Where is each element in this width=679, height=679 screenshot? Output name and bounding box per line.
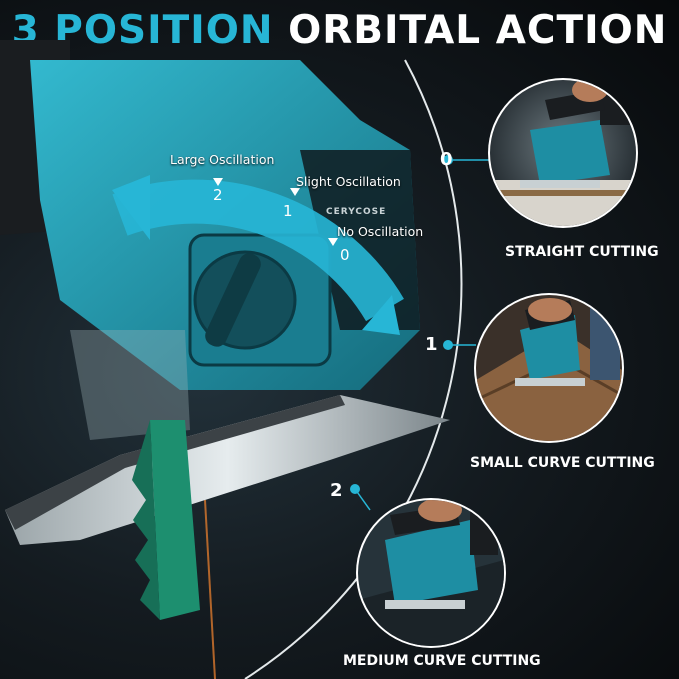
- caption-medium-curve-cutting: MEDIUM CURVE CUTTING: [343, 653, 541, 669]
- dial-number-2: 2: [213, 186, 223, 204]
- base-shoe-top: [5, 395, 345, 530]
- photo-small-curve-cutting: [474, 293, 624, 443]
- dial-number-1: 1: [283, 202, 293, 220]
- photo-medium-curve-cutting: [356, 498, 506, 648]
- saw-blade: [150, 420, 200, 620]
- marker-slight: [290, 188, 300, 196]
- label-no-oscillation: No Oscillation: [337, 224, 424, 239]
- photo-straight-cutting: [488, 78, 638, 228]
- dial-number-0: 0: [340, 246, 350, 264]
- base-shoe: [5, 395, 450, 545]
- label-slight-oscillation: Slight Oscillation: [296, 174, 401, 189]
- dial-arrow-left: [112, 175, 150, 240]
- saw-blade-teeth: [132, 420, 160, 620]
- dial-arrow-right: [362, 295, 400, 335]
- label-large-oscillation: Large Oscillation: [170, 152, 275, 167]
- mode-number-1: 1: [425, 334, 438, 355]
- mode-number-0: 0: [440, 149, 453, 170]
- caption-small-curve-cutting: SMALL CURVE CUTTING: [470, 455, 655, 471]
- marker-none: [328, 238, 338, 246]
- mode-number-2: 2: [330, 480, 343, 501]
- lever-slot: [205, 253, 261, 347]
- caption-straight-cutting: STRAIGHT CUTTING: [505, 244, 659, 260]
- blade-guard: [70, 330, 190, 440]
- oscillation-dial: [112, 179, 404, 322]
- brand-logo: CERYCOSE: [326, 207, 387, 217]
- blade-glow: [204, 499, 216, 679]
- headline-main: ORBITAL ACTION: [288, 8, 668, 53]
- marker-large: [213, 178, 223, 186]
- headline: 3 POSITION ORBITAL ACTION: [0, 8, 679, 53]
